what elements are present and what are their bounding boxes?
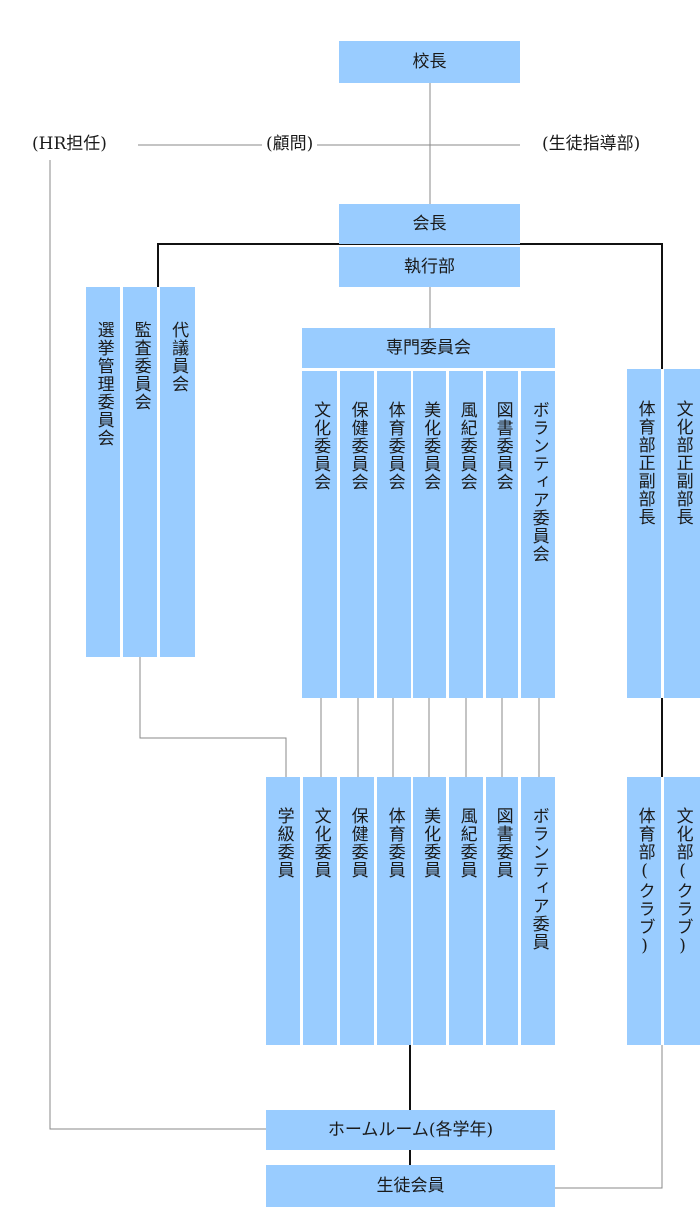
sports-dept-heads-box: 体育部正副部長 <box>627 369 661 698</box>
class-member-box: 保健委員 <box>340 777 374 1045</box>
principal-label: 校長 <box>412 51 447 72</box>
student-members-label: 生徒会員 <box>376 1175 445 1196</box>
culture-dept-heads-box: 文化部正副部長 <box>664 369 700 698</box>
specialist-committee-item: ボランティア委員会 <box>521 371 555 698</box>
president-box: 会長 <box>339 204 520 244</box>
advisor-hr-label: (HR担任) <box>28 136 111 153</box>
class-member-box: 学級委員 <box>266 777 300 1045</box>
specialist-committee-title: 専門委員会 <box>386 337 471 358</box>
student-members-box: 生徒会員 <box>266 1165 555 1207</box>
class-member-box: 文化委員 <box>303 777 337 1045</box>
audit-committee-label: 監査委員会 <box>130 321 151 411</box>
guidance-label: (生徒指導部) <box>538 136 645 153</box>
executive-board-label: 執行部 <box>404 256 455 277</box>
executive-board-box: 執行部 <box>339 247 520 287</box>
audit-committee-box: 監査委員会 <box>123 287 157 657</box>
specialist-committee-item: 風紀委員会 <box>449 371 483 698</box>
class-member-box: 美化委員 <box>413 777 446 1045</box>
election-committee-box: 選挙管理委員会 <box>86 287 120 657</box>
election-committee-label: 選挙管理委員会 <box>93 321 114 447</box>
principal-box: 校長 <box>339 41 520 83</box>
class-member-box: 風紀委員 <box>449 777 483 1045</box>
specialist-committee-header: 専門委員会 <box>302 328 555 368</box>
homeroom-label: ホームルーム(各学年) <box>327 1119 494 1140</box>
class-member-box: 図書委員 <box>486 777 518 1045</box>
president-label: 会長 <box>412 213 447 234</box>
class-member-box: ボランティア委員 <box>521 777 555 1045</box>
specialist-committee-item: 図書委員会 <box>486 371 518 698</box>
specialist-committee-item: 体育委員会 <box>377 371 411 698</box>
specialist-committee-item: 保健委員会 <box>340 371 374 698</box>
class-member-box: 体育委員 <box>377 777 411 1045</box>
delegates-council-box: 代議員会 <box>160 287 195 657</box>
homeroom-box: ホームルーム(各学年) <box>266 1110 555 1150</box>
advisor-label: (顧問) <box>262 136 318 153</box>
specialist-committee-item: 文化委員会 <box>302 371 337 698</box>
culture-club-box: 文化部(クラブ) <box>664 777 700 1045</box>
delegates-council-label: 代議員会 <box>168 321 189 393</box>
specialist-committee-item: 美化委員会 <box>413 371 446 698</box>
sports-club-box: 体育部(クラブ) <box>627 777 661 1045</box>
